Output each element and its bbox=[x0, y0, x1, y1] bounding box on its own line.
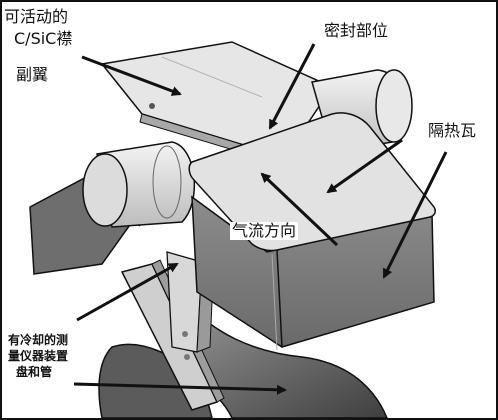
airflow-arrow bbox=[260, 172, 339, 247]
instrument-arrow-upper bbox=[76, 262, 179, 322]
box-top bbox=[188, 112, 436, 252]
airflow-direction-label: 气流方向 bbox=[230, 221, 299, 240]
insulation-arrow-upper bbox=[326, 138, 403, 194]
seal-label: 密封部位 bbox=[324, 21, 389, 40]
flap-arrow bbox=[81, 55, 182, 96]
instrument-label-line2: 量仪器装置 bbox=[8, 349, 69, 363]
flap-label-line1: 可活动的 bbox=[4, 7, 69, 26]
instrument-arrow-lower bbox=[73, 382, 287, 395]
instrument-label-line1: 有冷却的测 bbox=[8, 333, 69, 347]
flap-label-line2: C/SiC襟 bbox=[14, 29, 73, 48]
insulation-tile-label: 隔热瓦 bbox=[428, 121, 477, 140]
insulation-arrow-lower bbox=[382, 151, 448, 279]
seal-arrow bbox=[268, 43, 316, 130]
flap-label-line3: 副翼 bbox=[16, 65, 49, 84]
instrument-label-line3: 盘和管 bbox=[16, 365, 53, 379]
box-front bbox=[191, 195, 435, 348]
